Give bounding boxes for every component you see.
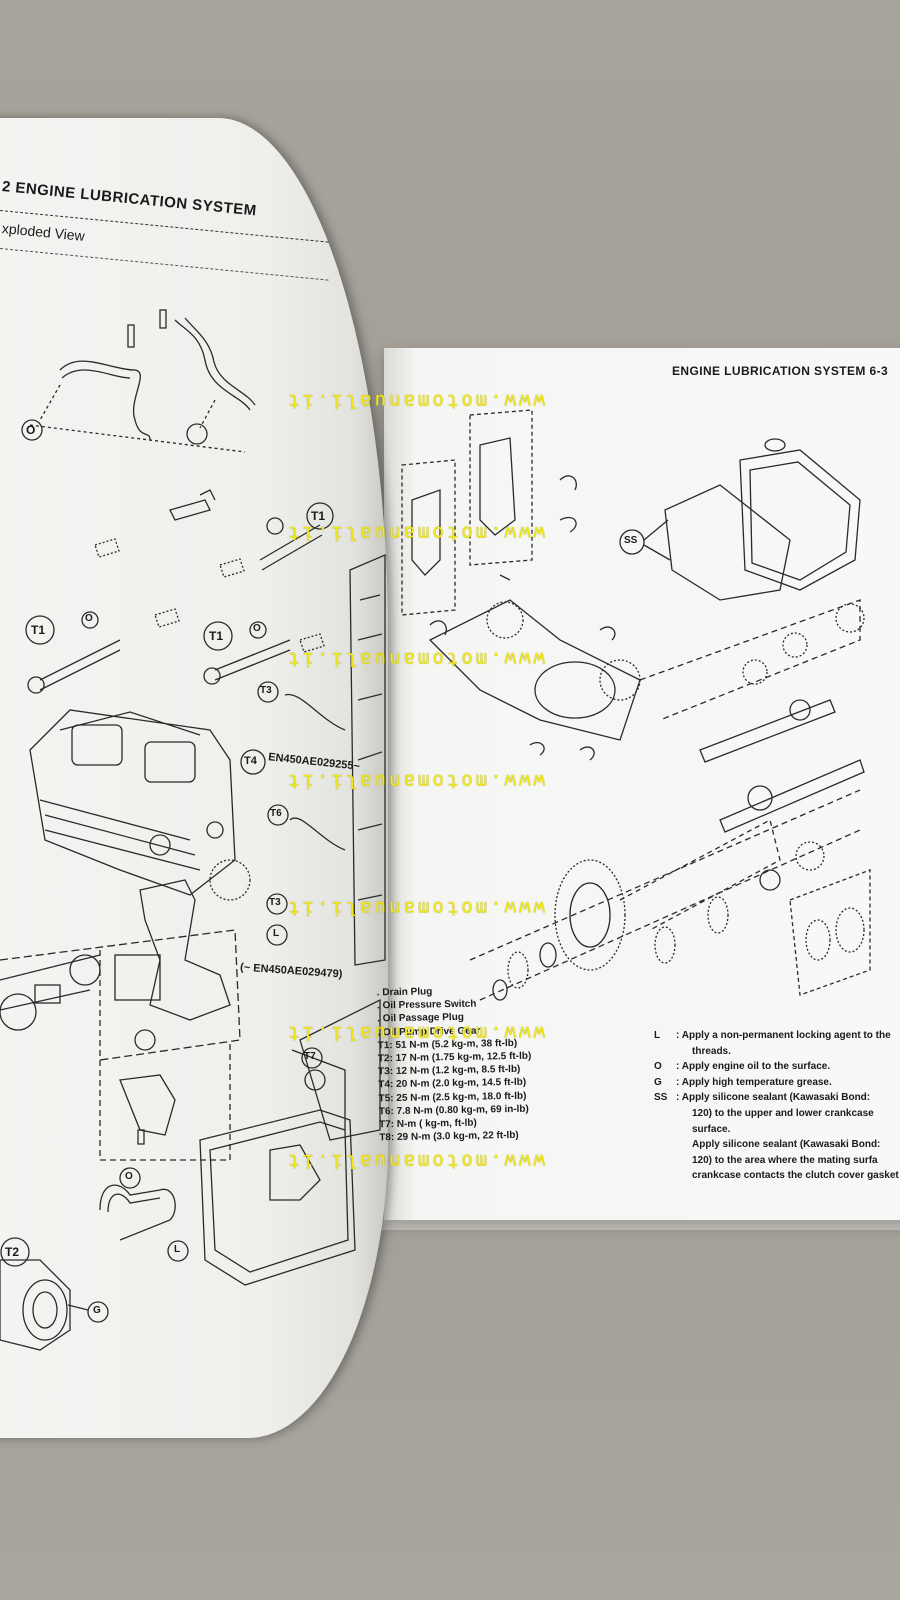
callout-l — [266, 924, 288, 946]
watermark: www.motomanuali.it — [285, 897, 545, 919]
callout-t1 — [203, 621, 233, 651]
callout-o — [119, 1167, 141, 1189]
callout-label: L — [174, 1244, 181, 1255]
connecting-rod — [411, 489, 441, 576]
oil-pipe-right-2 — [184, 317, 256, 406]
callout-label: SS — [624, 535, 638, 546]
note-row: crankcase contacts the clutch cover gask… — [692, 1170, 899, 1182]
legend-item: T8: 29 N-m (3.0 kg-m, 22 ft-lb) — [379, 1130, 519, 1144]
note-row: 120) to the upper and lower crankcase — [692, 1107, 874, 1119]
callout-label: T1 — [209, 629, 224, 643]
torque-legend: . Drain Plug . Oil Pressure Switch . Oil… — [377, 984, 533, 1145]
callout-o — [21, 419, 43, 441]
callout-t3 — [266, 893, 288, 915]
callout-label: O — [26, 423, 36, 437]
callout-t6 — [267, 804, 289, 826]
gasket — [664, 484, 791, 601]
callout-g — [87, 1301, 109, 1323]
callout-o — [186, 423, 208, 445]
right-page-header: ENGINE LUBRICATION SYSTEM 6-3 — [672, 364, 889, 378]
note-row: O: Apply engine oil to the surface. — [654, 1061, 831, 1073]
crankcase-column — [349, 554, 386, 966]
oil-pipe-left — [59, 360, 151, 441]
callout-t3 — [257, 681, 279, 703]
note-row: threads. — [692, 1045, 731, 1057]
callout-t1 — [306, 502, 334, 530]
note-row: L: Apply a non-permanent locking agent t… — [654, 1030, 891, 1041]
callout-t7 — [301, 1047, 323, 1069]
oil-pipe-left-2 — [61, 369, 131, 379]
callout-label: T3 — [269, 897, 281, 908]
callout-label: T2 — [5, 1245, 20, 1259]
callout-t4 — [240, 749, 266, 775]
connecting-rod — [479, 437, 516, 536]
callout-t2 — [0, 1237, 30, 1267]
watermark: www.motomanuali.it — [285, 1022, 545, 1044]
oil-pipe-right — [174, 319, 251, 411]
note-row: 120) to the area where the mating surfa — [692, 1154, 878, 1166]
cylinder-head — [29, 709, 236, 896]
oil-filter — [0, 1259, 71, 1351]
drive-shaft — [719, 759, 865, 833]
pipe-bolt — [127, 324, 135, 348]
clutch-gear — [554, 859, 626, 971]
callout-label: O — [253, 623, 261, 634]
clutch-cover — [739, 449, 861, 591]
pipe-bolt — [159, 309, 167, 329]
note-row: G: Apply high temperature grease. — [654, 1076, 832, 1088]
callout-label: T4 — [244, 755, 257, 767]
callout-label: O — [125, 1171, 133, 1182]
callout-o — [266, 517, 284, 535]
callout-ss — [619, 529, 645, 555]
watermark: www.motomanuali.it — [285, 770, 545, 792]
watermark: www.motomanuali.it — [285, 1150, 545, 1172]
application-notes: L: Apply a non-permanent locking agent t… — [654, 1028, 899, 1184]
note-row: surface. — [692, 1123, 731, 1135]
callout-label: L — [273, 928, 280, 939]
note-row: SS: Apply silicone sealant (Kawasaki Bon… — [654, 1092, 871, 1104]
oil-pump — [139, 879, 231, 1021]
callout-label: O — [85, 613, 93, 624]
callout-label: G — [93, 1305, 101, 1316]
callout-label: T7 — [304, 1051, 316, 1062]
legend-item: T6: 7.8 N-m (0.80 kg-m, 69 in-lb) — [378, 1103, 529, 1118]
callout-l — [304, 1069, 326, 1091]
watermark: www.motomanuali.it — [285, 648, 545, 670]
callout-label: T1 — [31, 623, 46, 637]
output-shaft — [699, 699, 836, 763]
callout-o — [81, 611, 99, 629]
callout-o — [249, 621, 267, 639]
callout-t1 — [25, 615, 55, 645]
drive-gear — [209, 859, 251, 901]
callout-l — [167, 1240, 189, 1262]
note-row: Apply silicone sealant (Kawasaki Bond: — [692, 1139, 881, 1151]
callout-label: T3 — [260, 685, 272, 696]
callout-label: T6 — [270, 808, 282, 819]
watermark: www.motomanuali.it — [285, 390, 545, 412]
callout-label: T1 — [311, 509, 326, 523]
crankshaft — [428, 599, 641, 741]
watermark: www.motomanuali.it — [285, 522, 545, 544]
oil-pan — [199, 1109, 356, 1286]
